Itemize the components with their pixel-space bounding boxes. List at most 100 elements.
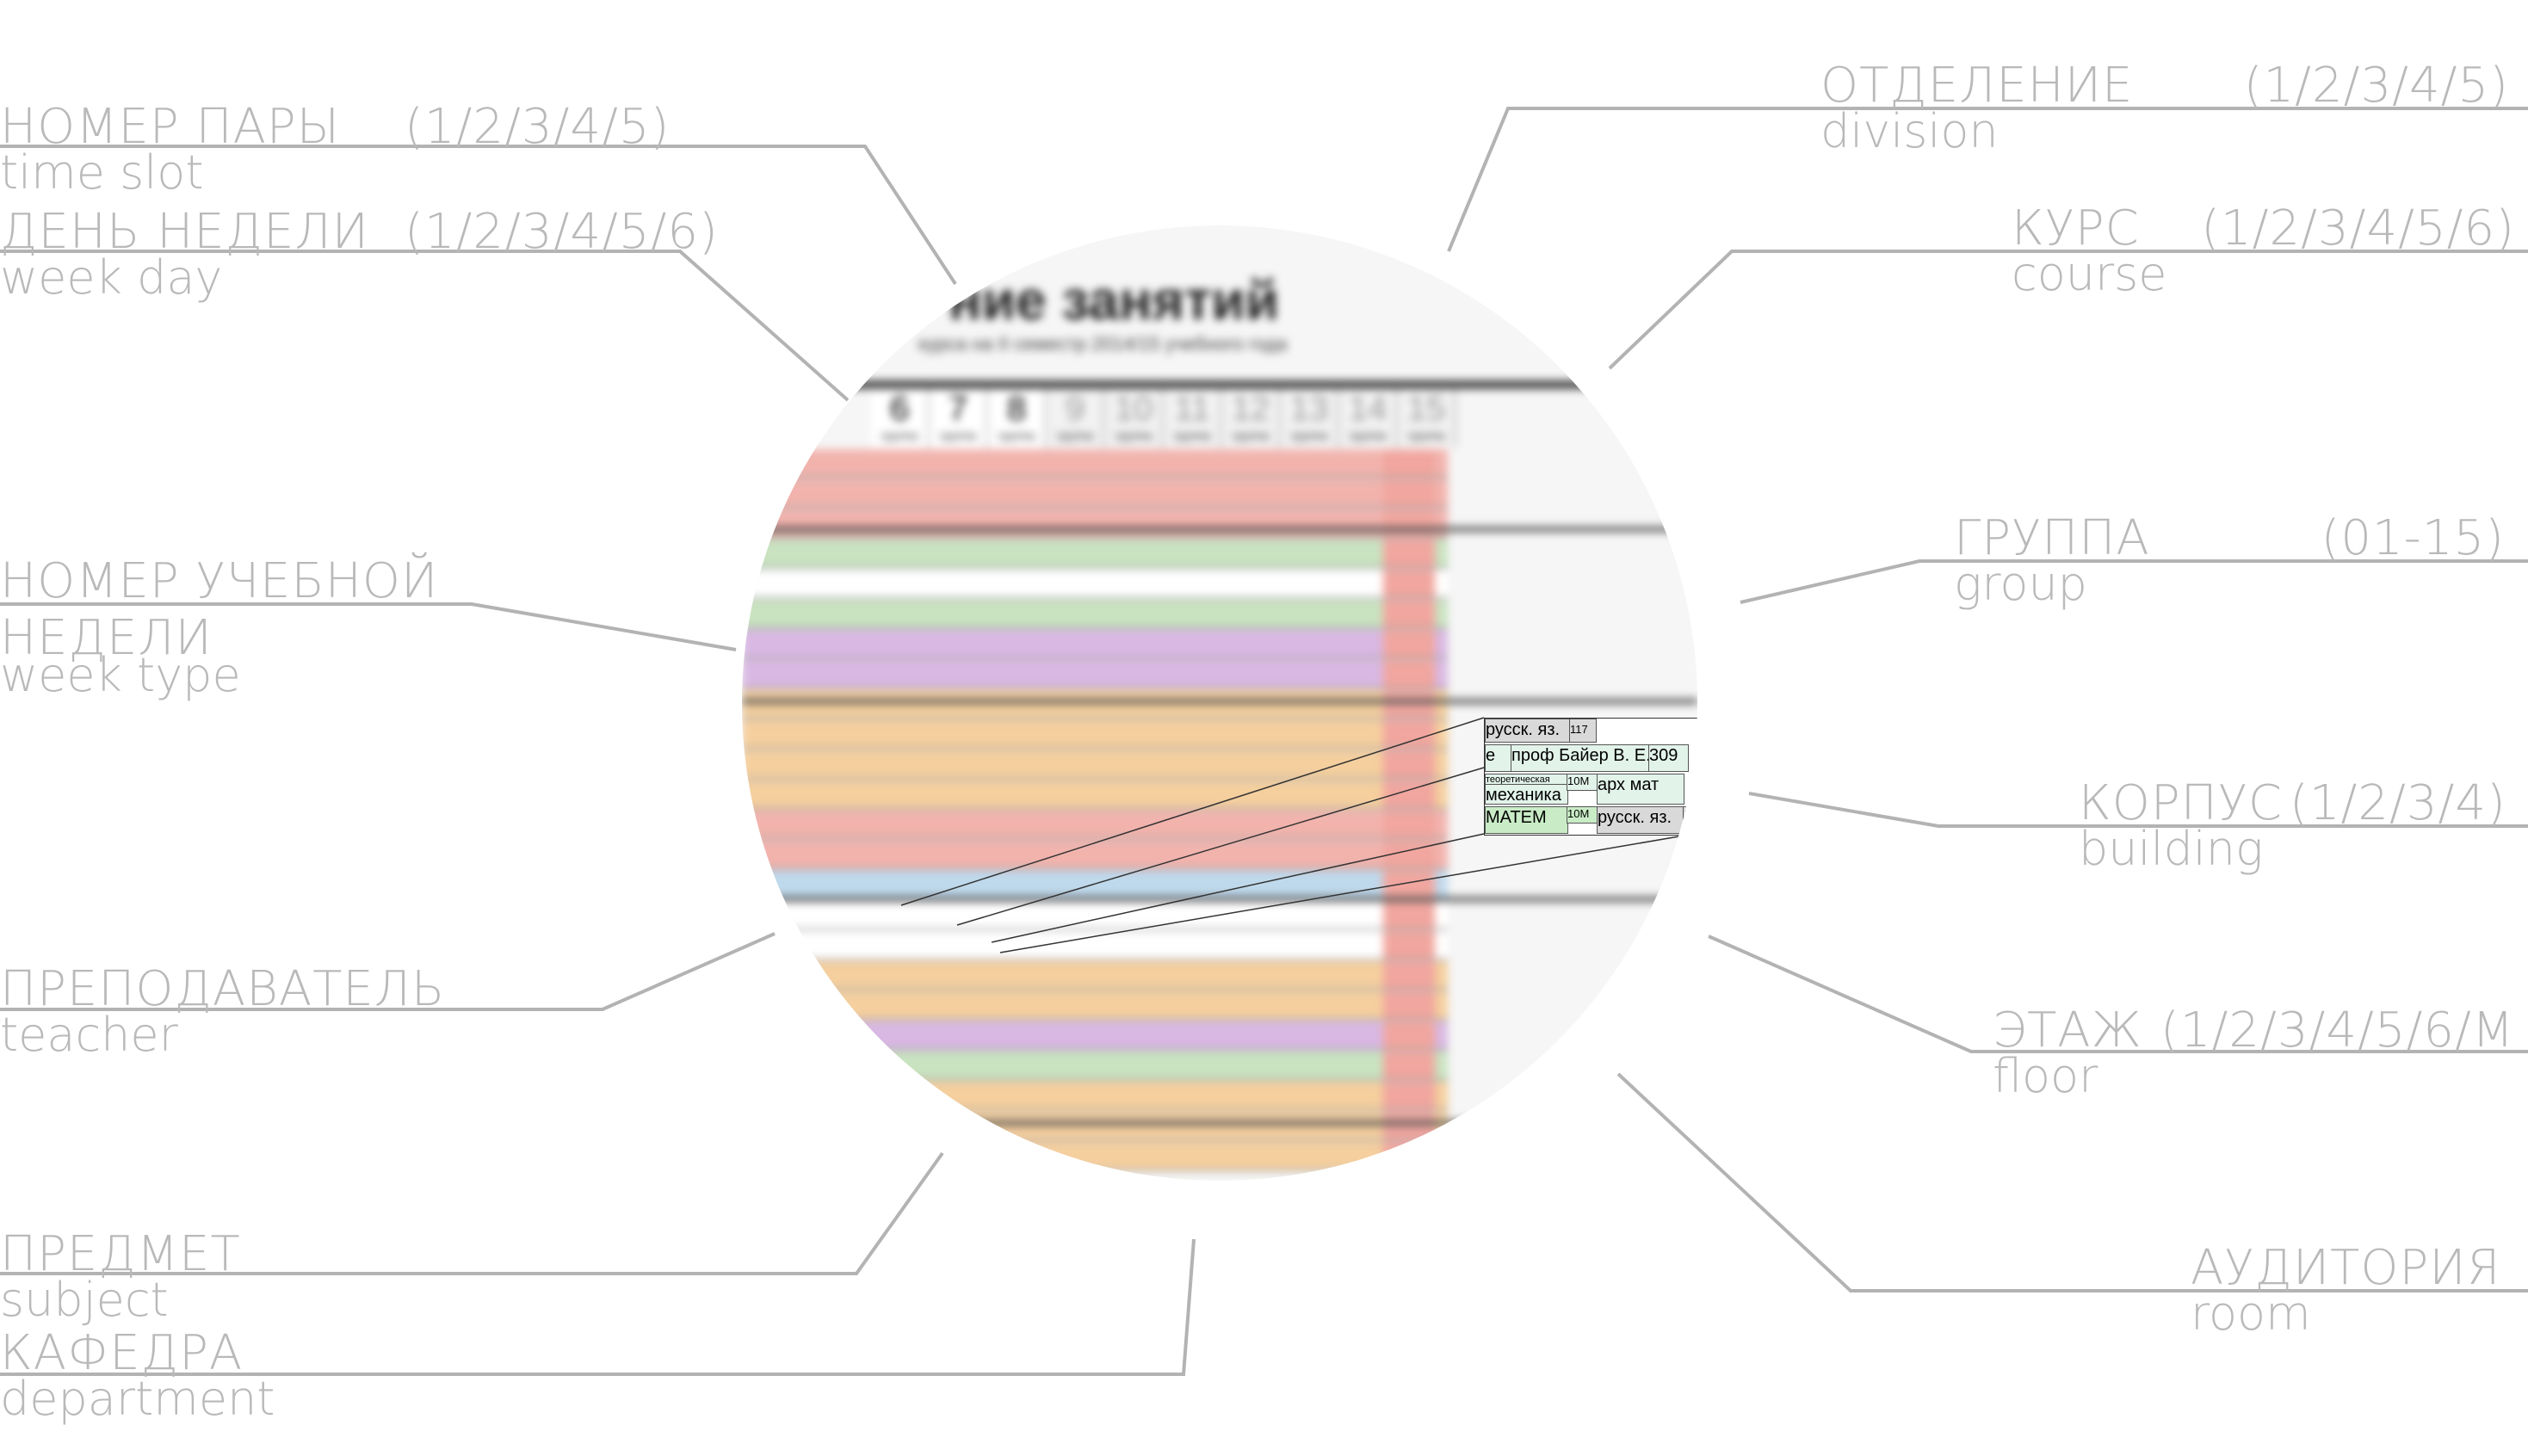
schedule-row-pink-cell xyxy=(1383,479,1435,507)
leader-line-subject xyxy=(0,1151,944,1275)
schedule-row-pink-cell xyxy=(1383,1052,1435,1079)
day-separator xyxy=(742,897,1697,902)
schedule-row xyxy=(742,1052,1448,1081)
label-division-ru: ОТДЕЛЕНИЕ xyxy=(1820,58,2134,114)
label-group: ГРУППА (01-15) group xyxy=(1954,510,2505,608)
label-course-en: course xyxy=(2012,247,2167,301)
label-time-slot-en: time slot xyxy=(0,145,204,200)
group-word: группа xyxy=(1115,429,1153,442)
schedule-row xyxy=(742,449,1448,478)
day-separator xyxy=(742,527,1697,532)
group-word: группа xyxy=(1173,429,1211,442)
zoom-room-309: 309 xyxy=(1648,744,1689,772)
label-teacher: ПРЕПОДАВАТЕЛЬ teacher xyxy=(0,961,446,1058)
label-department-en: department xyxy=(0,1372,275,1426)
schedule-row xyxy=(742,750,1448,780)
schedule-row-pink-cell xyxy=(1383,871,1435,898)
group-word: группа xyxy=(1349,429,1387,442)
label-teacher-ru: ПРЕПОДАВАТЕЛЬ xyxy=(0,961,446,1017)
schedule-row xyxy=(742,871,1448,900)
schedule-row xyxy=(742,901,1448,930)
schedule-subtitle: курса на II семестр 2014/15 учебного год… xyxy=(918,333,1288,355)
label-group-ru: ГРУППА xyxy=(1954,510,2150,566)
schedule-row-pink-cell xyxy=(1383,600,1435,627)
schedule-row xyxy=(742,540,1448,569)
label-week-day-en: week day xyxy=(0,250,223,305)
group-number: 13 xyxy=(1289,390,1329,428)
schedule-row xyxy=(742,600,1448,629)
schedule-row-pink-cell xyxy=(1383,660,1435,688)
group-word: группа xyxy=(998,429,1035,442)
zoom-room-10m-2: 10М xyxy=(1567,806,1598,824)
schedule-row xyxy=(742,660,1448,689)
zoom-guide-lines xyxy=(900,717,1697,953)
leader-line-building xyxy=(1748,792,2528,828)
schedule-row xyxy=(742,570,1448,599)
group-number: 7 xyxy=(948,390,968,428)
label-division: ОТДЕЛЕНИЕ (1/2/3/4/5) division xyxy=(1820,58,2509,155)
schedule-row-pink-cell xyxy=(1383,811,1435,838)
magnifier-lens: ние занятий курса на II семестр 2014/15 … xyxy=(742,225,1697,1181)
group-word: группа xyxy=(939,429,977,442)
schedule-row-pink-cell xyxy=(1383,509,1435,537)
schedule-row-pink-cell xyxy=(1383,931,1435,959)
leader-line-teacher xyxy=(0,932,776,1011)
schedule-row-pink-cell xyxy=(1383,1112,1435,1139)
schedule-row xyxy=(742,780,1448,810)
schedule-row xyxy=(742,1142,1448,1171)
leader-line-week-day xyxy=(0,250,850,402)
zoom-subject: русск. яз. xyxy=(1485,719,1571,743)
zoom-inset: русск. яз. 117 е проф Байер В. Е. 309 те… xyxy=(1484,718,1697,836)
schedule-row xyxy=(742,479,1448,509)
schedule-row-pink-cell xyxy=(1383,901,1435,929)
schedule-row-pink-cell xyxy=(1383,1142,1435,1169)
zoom-subject-archmat: арх мат xyxy=(1597,774,1684,805)
group-word: группа xyxy=(1290,429,1328,442)
schedule-row xyxy=(742,1082,1448,1111)
schedule-title: ние занятий xyxy=(949,269,1279,331)
label-time-slot-ru: НОМЕР ПАРЫ xyxy=(0,99,341,155)
schedule-row-pink-cell xyxy=(1383,961,1435,989)
label-subject-ru: ПРЕДМЕТ xyxy=(0,1226,241,1282)
schedule-row xyxy=(742,1021,1448,1051)
label-time-slot-code: (1/2/3/4/5) xyxy=(405,99,671,155)
group-number: 6 xyxy=(889,390,910,428)
schedule-row-pink-cell xyxy=(1383,750,1435,778)
label-week-type-ru2: НЕДЕЛИ xyxy=(0,610,213,666)
schedule-sheet: ние занятий курса на II семестр 2014/15 … xyxy=(742,225,1697,1181)
group-word: группа xyxy=(1056,429,1094,442)
label-week-type-ru: НОМЕР УЧЕБНОЙ xyxy=(0,553,439,609)
leader-line-group xyxy=(1740,559,2528,604)
zoom-subject-mech: механика xyxy=(1485,784,1568,805)
leader-line-room xyxy=(1616,1072,2528,1293)
group-number: 14 xyxy=(1348,390,1388,428)
label-week-day: ДЕНЬ НЕДЕЛИ (1/2/3/4/5/6) week day xyxy=(0,208,718,305)
zoom-room: 117 xyxy=(1569,719,1597,743)
label-subject-en: subject xyxy=(0,1273,169,1327)
group-number: 11 xyxy=(1174,390,1210,428)
schedule-row-pink-cell xyxy=(1383,630,1435,657)
schedule-row-pink-cell xyxy=(1383,690,1435,718)
group-number: 9 xyxy=(1065,390,1085,428)
label-week-type: НОМЕР УЧЕБНОЙ НЕДЕЛИ week type xyxy=(0,553,439,699)
day-separator xyxy=(742,1120,1697,1126)
label-department-ru: КАФЕДРА xyxy=(0,1325,244,1381)
label-floor-en: floor xyxy=(1993,1049,2098,1099)
schedule-row xyxy=(742,961,1448,990)
label-building: КОРПУС (1/2/3/4) building xyxy=(2079,780,2526,873)
leader-line-time-slot xyxy=(0,145,957,286)
schedule-row-pink-cell xyxy=(1383,570,1435,597)
schedule-row-pink-cell xyxy=(1383,540,1435,567)
group-word: группа xyxy=(1407,429,1445,442)
label-room: АУДИТОРИЯ room xyxy=(2191,1244,2500,1337)
label-group-code: (01-15) xyxy=(2321,510,2505,566)
group-number: 8 xyxy=(1006,390,1027,428)
